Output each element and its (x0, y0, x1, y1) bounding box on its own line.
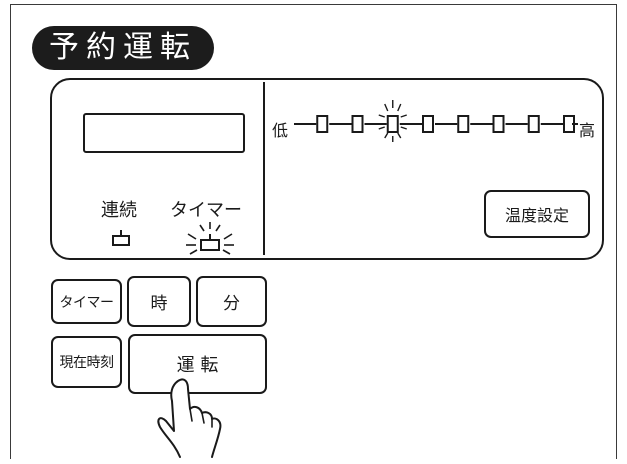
run-button[interactable]: 運 転 (128, 334, 267, 394)
time-display (83, 113, 245, 153)
scale-high-label: 高 (579, 121, 595, 140)
scale-low-label: 低 (272, 121, 288, 140)
continuous-lamp-icon (112, 230, 130, 246)
current-time-button[interactable]: 現在時刻 (51, 336, 122, 388)
lit-ray (397, 103, 402, 112)
timer-lamp-lit-icon (186, 222, 234, 255)
lit-ray (378, 126, 385, 130)
lit-ray (378, 114, 385, 118)
title-pill: 予約運転 (32, 26, 214, 70)
lit-ray (384, 103, 389, 112)
scale-step (492, 115, 505, 133)
control-panel (50, 78, 604, 260)
temperature-setting-button[interactable]: 温度設定 (484, 190, 590, 238)
scale-step-lit (386, 115, 399, 133)
timer-label: タイマー (170, 200, 242, 221)
scale-step (422, 115, 434, 133)
scale-step (351, 115, 364, 133)
pointing-hand-icon (157, 378, 222, 458)
lit-ray (400, 114, 407, 118)
panel-divider (263, 82, 265, 255)
minute-button[interactable]: 分 (196, 276, 267, 327)
hour-button[interactable]: 時 (127, 276, 191, 327)
scale-step (316, 115, 329, 133)
lit-ray (384, 132, 389, 139)
lit-ray (397, 132, 402, 139)
scale-step (457, 115, 470, 133)
temperature-scale: 低 高 (272, 100, 595, 142)
continuous-label: 連続 (101, 200, 137, 221)
timer-button[interactable]: タイマー (51, 279, 122, 324)
scale-step (527, 115, 540, 133)
lit-ray (400, 126, 407, 130)
